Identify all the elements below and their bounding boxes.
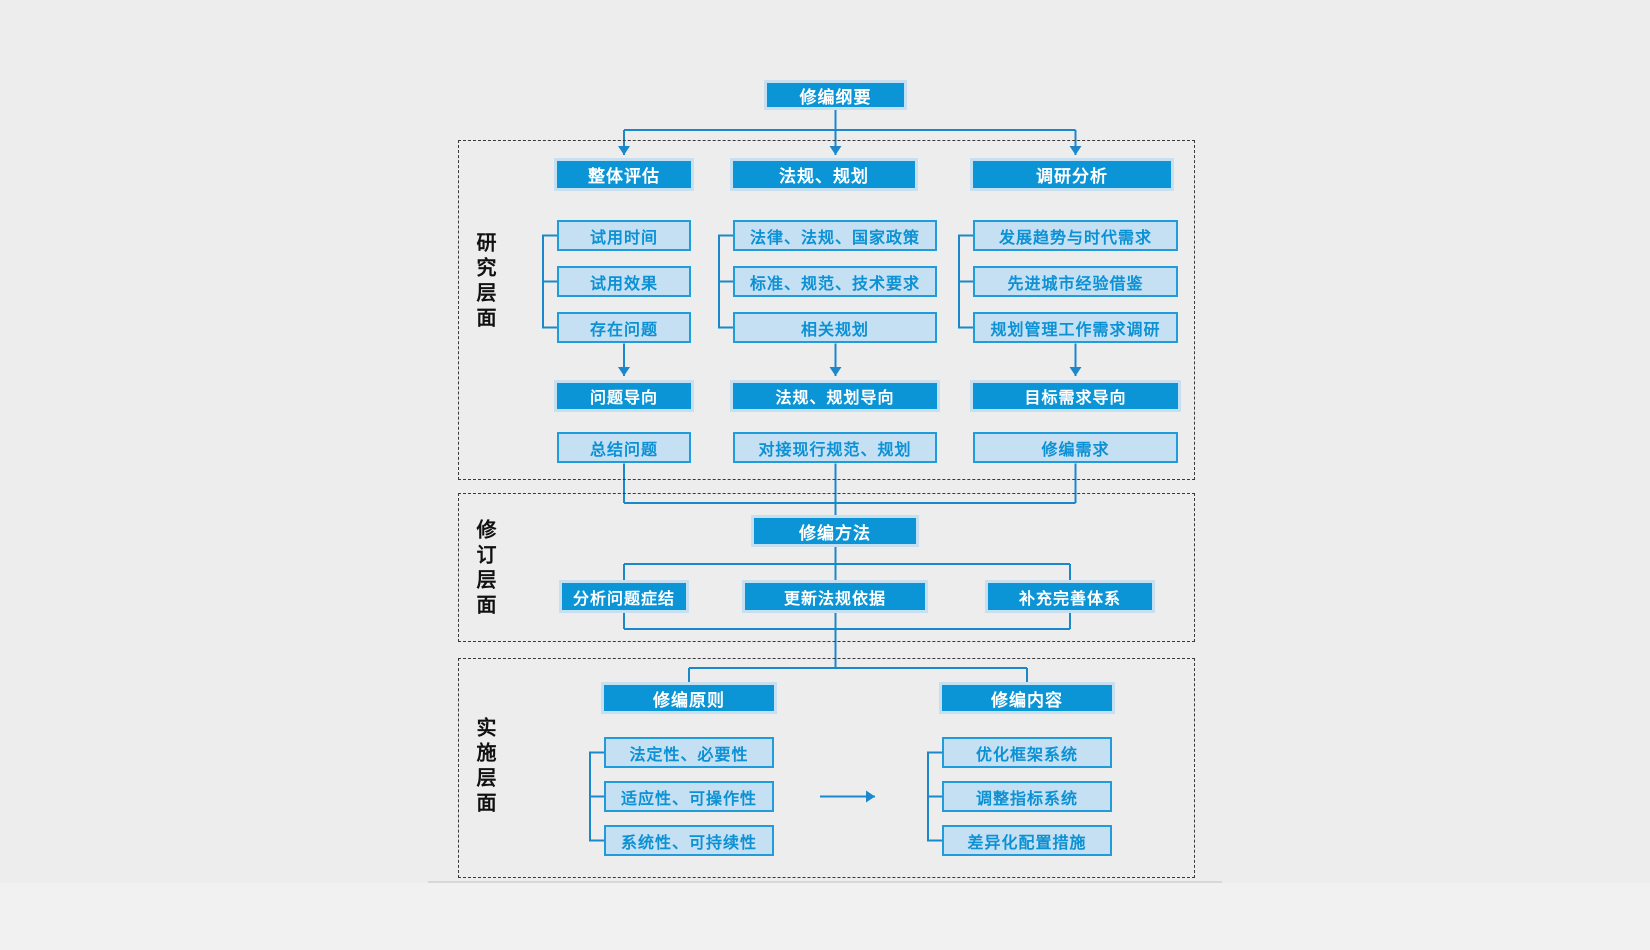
node-update-regulation-basis: 更新法规依据	[745, 583, 925, 610]
node-development-trends: 发展趋势与时代需求	[973, 220, 1178, 251]
node-revision-outline: 修编纲要	[767, 83, 904, 107]
node-differentiated-measures: 差异化配置措施	[942, 825, 1112, 856]
node-trial-effect: 试用效果	[557, 266, 691, 297]
node-align-current-standards: 对接现行规范、规划	[733, 432, 937, 463]
connector-brackets-implementation	[589, 751, 942, 842]
connector-merge-to-implementation	[623, 610, 1071, 685]
section-implementation-label: 实施层面	[473, 717, 495, 817]
node-regulation-planning-orientation: 法规、规划导向	[733, 383, 937, 409]
node-research-analysis: 调研分析	[973, 161, 1171, 188]
bottom-divider-line	[428, 881, 1222, 883]
node-existing-problems: 存在问题	[557, 312, 691, 343]
node-summarize-problems: 总结问题	[557, 432, 691, 463]
node-adaptability-operability: 适应性、可操作性	[604, 781, 774, 812]
bottom-strip	[0, 883, 1650, 950]
section-implementation-frame	[458, 658, 1195, 878]
node-management-needs-survey: 规划管理工作需求调研	[973, 312, 1178, 343]
section-research-label: 研究层面	[473, 232, 495, 332]
node-goal-demand-orientation: 目标需求导向	[973, 383, 1178, 409]
node-revision-method: 修编方法	[754, 518, 916, 544]
node-legality-necessity: 法定性、必要性	[604, 737, 774, 768]
connector-merge-to-method	[623, 463, 1077, 518]
section-revision-frame	[458, 493, 1195, 642]
node-problem-orientation: 问题导向	[557, 383, 691, 409]
node-analyze-problem-crux: 分析问题症结	[562, 583, 686, 610]
node-overall-assessment: 整体评估	[557, 161, 691, 188]
node-revision-principles: 修编原则	[604, 685, 774, 711]
node-regulations-planning: 法规、规划	[733, 161, 915, 188]
node-laws-national-policies: 法律、法规、国家政策	[733, 220, 937, 251]
node-revision-demand: 修编需求	[973, 432, 1178, 463]
node-related-planning: 相关规划	[733, 312, 937, 343]
node-standards-technical-requirements: 标准、规范、技术要求	[733, 266, 937, 297]
node-systematic-sustainability: 系统性、可持续性	[604, 825, 774, 856]
connector-method-branch	[623, 544, 1071, 583]
node-optimize-framework: 优化框架系统	[942, 737, 1112, 768]
connector-root-branch	[624, 107, 1076, 131]
node-improve-system: 补充完善体系	[988, 583, 1152, 610]
node-revision-content: 修编内容	[942, 685, 1112, 711]
node-adjust-indicator-system: 调整指标系统	[942, 781, 1112, 812]
node-city-experience: 先进城市经验借鉴	[973, 266, 1178, 297]
connector-brackets-research	[542, 234, 973, 329]
section-research-frame	[458, 140, 1195, 480]
node-trial-time: 试用时间	[557, 220, 691, 251]
section-revision-label: 修订层面	[473, 519, 495, 619]
